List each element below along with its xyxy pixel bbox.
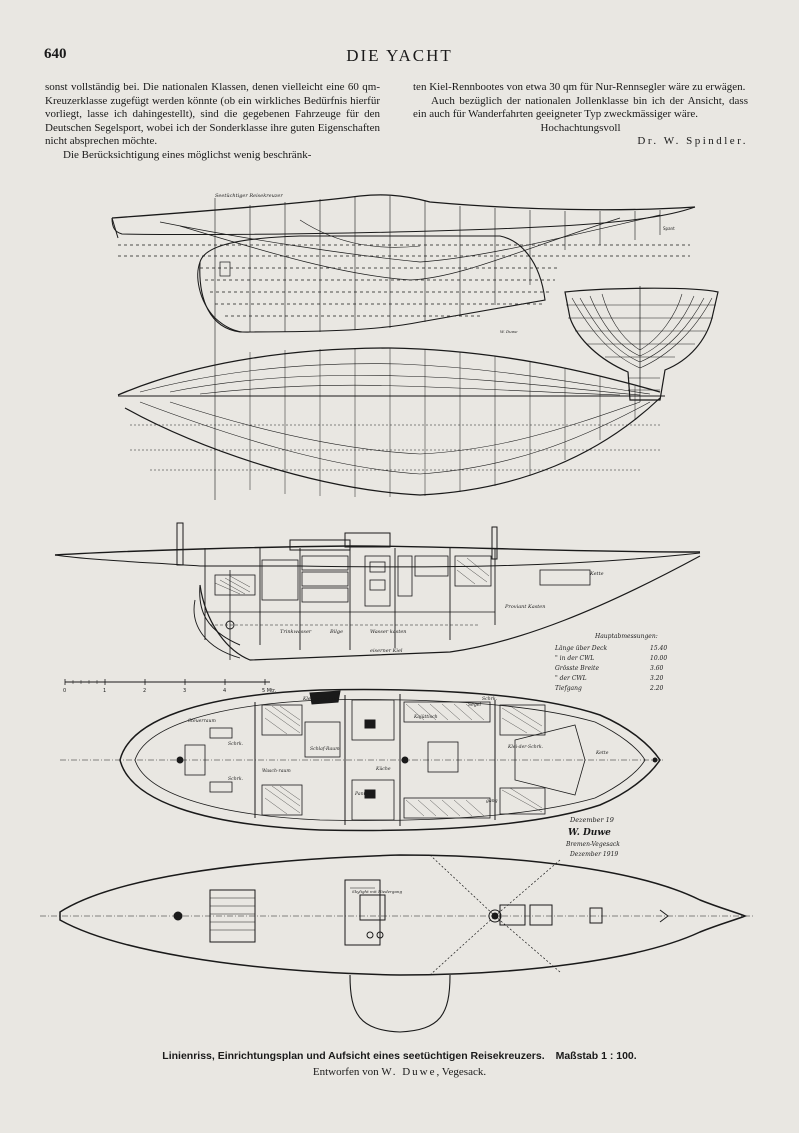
yacht-plans-drawing: Seetüchtiger Reisekreuzer [40, 193, 755, 1033]
paragraph: ten Kiel-Rennbootes von etwa 30 qm für N… [413, 81, 746, 93]
label-trinkwasser: Trinkwasser [280, 629, 312, 635]
label-steuerraum: Steuerraum [188, 718, 216, 724]
label-kleider-schrank: Klei-der-Schrk. [302, 696, 339, 702]
body-plan: W. Duwe [500, 286, 719, 402]
label-kueche: Küche [375, 766, 391, 772]
running-head: DIE YACHT [346, 46, 453, 65]
label-proviant-kasten: Proviant Kasten [504, 604, 545, 610]
column-left: sonst vollständig bei. Die nationalen Kl… [45, 81, 380, 162]
dimension-value: 2.20 [649, 685, 664, 692]
designer-signature: W. Duwe [568, 828, 611, 838]
scale-tick-label: 0 [63, 688, 66, 694]
page-number: 640 [44, 46, 67, 62]
accommodation-plan: Steuerraum Schrk. Schrk. Klei-der-Schrk.… [60, 688, 665, 858]
paragraph: Auch bezüglich der nationalen Jollenklas… [413, 94, 748, 121]
credit-place: , Vegesack. [436, 1066, 487, 1078]
author-signature: Dr. W. Spindler. [637, 135, 748, 147]
designer-place: Bremen-Vegesack [565, 841, 620, 848]
dimension-label: Grösste Breite [555, 665, 599, 672]
paragraph: Die Berücksichtigung eines möglichst wen… [63, 148, 312, 161]
label-schlaf-raum: Schlaf-Raum [310, 746, 340, 752]
deck-plan: Skylight mit Niedergang [40, 854, 755, 1033]
label-kette: Kette [595, 750, 609, 756]
scale-bar: 0 1 2 3 4 5 Mtr. [63, 679, 277, 694]
dimension-label: " der CWL [555, 675, 587, 682]
svg-text:Spant: Spant [663, 226, 675, 231]
paragraph: sonst vollständig bei. Die nationalen Kl… [45, 81, 380, 147]
figure-caption: Linienriss, Einrichtungsplan und Aufsich… [0, 1050, 799, 1062]
designer-date-long: Dezember 1919 [569, 851, 618, 858]
label-kette-profile: Kette [589, 571, 604, 577]
label-bilge: Bilge [329, 629, 343, 635]
dimension-label: Tiefgang [555, 685, 582, 692]
interior-profile: Trinkwasser Bilge Wasser kasten Proviant… [54, 522, 701, 661]
dimension-value: 3.20 [650, 675, 664, 682]
lines-plan-profile: Seetüchtiger Reisekreuzer [111, 193, 696, 500]
credit-name: W. Duwe [381, 1066, 437, 1078]
main-dimensions-table: Hauptabmessungen: Länge über Deck 15.40 … [554, 633, 667, 692]
dimension-value: 15.40 [650, 645, 667, 652]
credit-prefix: Entworfen von [312, 1066, 379, 1078]
scale-tick-label: 2 [143, 688, 146, 694]
label-wasser-kasten: Wasser kasten [370, 629, 407, 635]
scale-tick-label: 1 [103, 688, 106, 694]
label-schrank: Schrk. [228, 776, 244, 782]
scale-tick-label: 3 [183, 688, 186, 694]
label-schrank: Schrk. [482, 696, 498, 702]
label-kajuettisch: Kajüttisch [413, 714, 438, 720]
dimension-value: 3.60 [650, 665, 664, 672]
caption-scale: Maßstab 1 : 100. [555, 1050, 637, 1062]
column-right: ten Kiel-Rennbootes von etwa 30 qm für N… [413, 81, 748, 149]
scale-tick-label: 5 Mtr. [262, 688, 277, 694]
closing-salutation: Hochachtungsvoll [540, 121, 621, 134]
lines-plan-half-breadth [117, 347, 665, 497]
label-pantry: Pantry [354, 791, 371, 797]
dimension-value: 10.00 [650, 655, 667, 662]
label-skylight: Skylight mit Niedergang [352, 889, 402, 894]
label-gang: gang [486, 799, 498, 804]
dimensions-title: Hauptabmessungen: [594, 633, 658, 640]
label-kleider-schrank: Klei-der-Schrk. [507, 744, 544, 750]
plan-title-annotation: Seetüchtiger Reisekreuzer [215, 193, 283, 199]
svg-text:W. Duwe: W. Duwe [500, 329, 518, 334]
scale-tick-label: 4 [223, 688, 226, 694]
designer-date: Dezember 19 [569, 816, 614, 824]
dimension-label: Länge über Deck [554, 645, 607, 652]
caption-text: Linienriss, Einrichtungsplan und Aufsich… [162, 1050, 545, 1062]
label-wasch-raum: Wasch-raum [262, 768, 291, 774]
label-eiserner-kiel: eiserner Kiel [370, 648, 403, 654]
figure-credit: Entworfen von W. Duwe, Vegesack. [0, 1066, 799, 1078]
label-schrank: Schrk. [228, 741, 244, 747]
dimension-label: " in der CWL [555, 655, 594, 662]
label-segel: Segel [468, 702, 482, 708]
